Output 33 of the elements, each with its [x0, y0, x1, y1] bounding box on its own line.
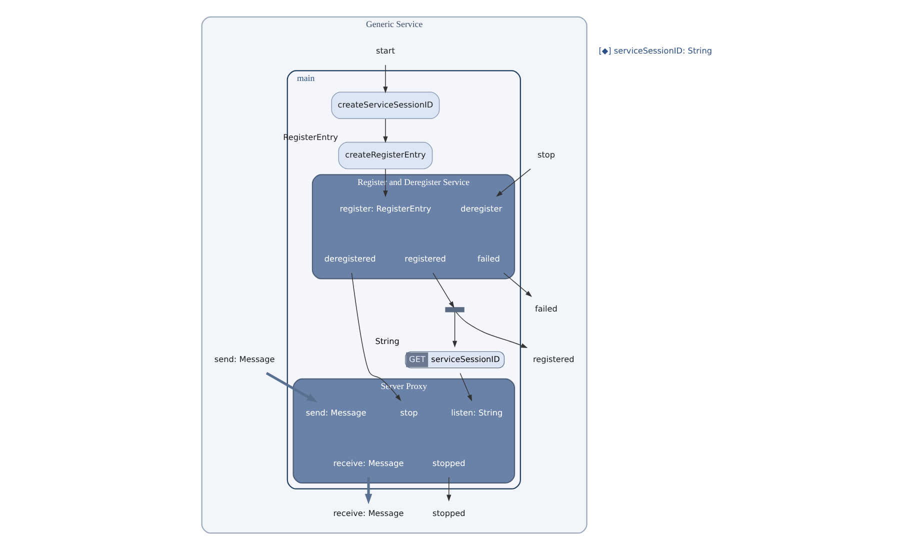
arrow [383, 64, 388, 94]
node-text: failed [477, 254, 500, 264]
node-text: stop [400, 408, 418, 418]
node-text: failed [534, 304, 558, 314]
node-text: listen: String [451, 408, 503, 418]
arrow [496, 168, 531, 197]
arrow [383, 168, 388, 198]
node-text: register: RegisterEntry [340, 203, 432, 214]
arrow [266, 372, 318, 402]
arrow [383, 118, 388, 144]
node-text: stopped [432, 458, 466, 468]
arrow [460, 372, 472, 402]
node-text: registered [404, 254, 446, 264]
node-text: send: Message [214, 354, 275, 364]
node-text: stopped [432, 508, 466, 518]
node-box: createServiceSessionID [331, 92, 440, 120]
label: [◆] serviceSessionID: String [598, 46, 712, 56]
arrow [503, 272, 532, 297]
node-text: send: Message [306, 408, 366, 418]
node-label: String [375, 336, 400, 346]
arrow [452, 312, 458, 348]
arrow [446, 476, 452, 502]
node-box: createRegisterEntry [338, 142, 433, 170]
arrow [364, 477, 372, 504]
node-bar [445, 307, 464, 312]
node-text: deregister [460, 203, 502, 214]
node-text: start [376, 46, 395, 56]
node-text: receive: Message [333, 508, 404, 518]
arrow [456, 312, 528, 348]
node-text: stop [537, 150, 555, 160]
node-text: deregistered [324, 254, 376, 264]
node-text: receive: Message [333, 458, 404, 468]
node-text: registered [532, 354, 574, 364]
